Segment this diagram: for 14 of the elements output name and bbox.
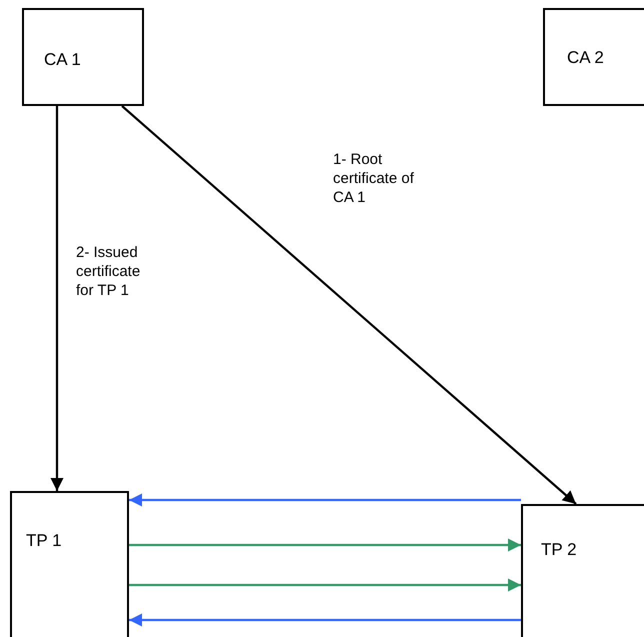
arrow [50,106,64,491]
arrow [129,578,521,592]
node-label: TP 1 [26,531,62,551]
entity-box [543,8,644,106]
node-label: TP 2 [541,540,577,560]
arrow [129,613,521,627]
node-label: CA 1 [44,50,81,70]
arrow [121,105,577,505]
node-label: CA 2 [567,48,604,68]
entity-box [22,8,144,106]
arrow [129,493,521,507]
arrow [129,538,521,552]
entity-box [521,504,644,637]
entity-box [10,491,129,637]
